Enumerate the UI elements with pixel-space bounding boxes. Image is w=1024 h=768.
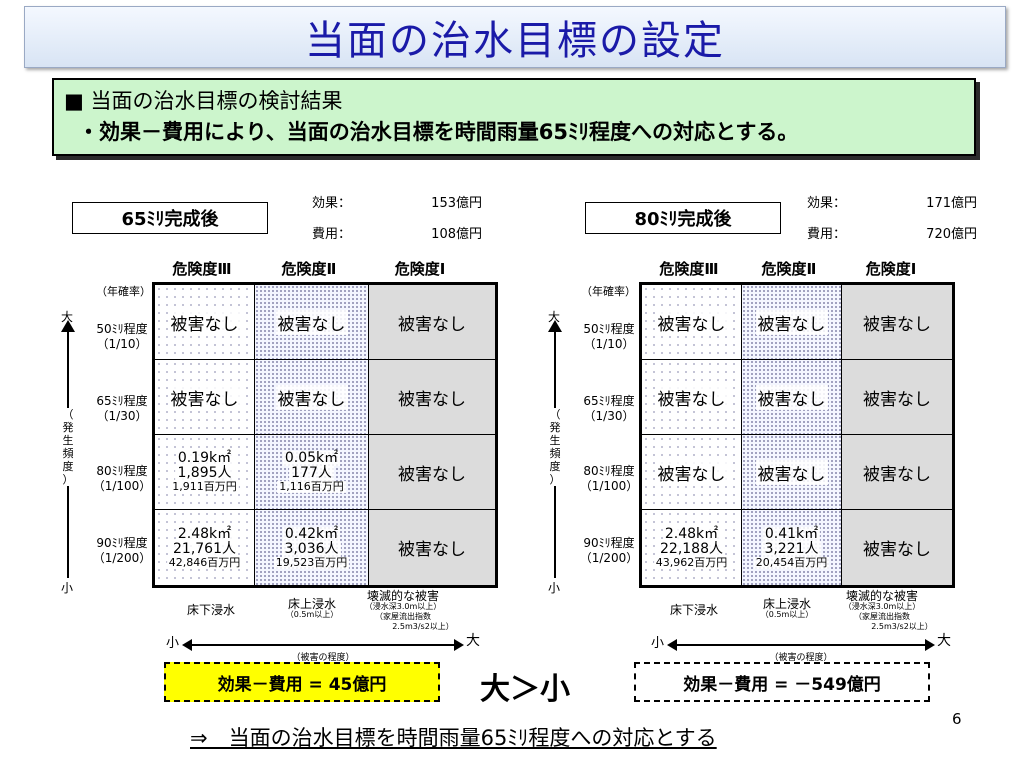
row-label-50: 50ﾐﾘ程度（1/10）: [583, 322, 635, 351]
grid-cell: 被害なし: [742, 435, 842, 510]
grid-cell: 0.19k㎡ 1,895人 1,911百万円: [155, 435, 255, 510]
damage-label-c2: 床上浸水（0.5m以上）: [285, 597, 339, 619]
severity-line: [188, 644, 458, 646]
summary-box: ■ 当面の治水目標の検討結果 ・効果－費用により、当面の治水目標を時間雨量65ﾐ…: [52, 78, 976, 156]
severity-large-label: 大: [937, 633, 951, 649]
grid-cell: 被害なし: [369, 285, 495, 360]
conclusion-text: ⇒ 当面の治水目標を時間雨量65ﾐﾘ程度への対応とする: [190, 726, 717, 750]
severity-caption: （被害の程度）: [767, 650, 835, 663]
grid-cell: 被害なし: [642, 360, 742, 435]
grid-cell: 0.41k㎡ 3,221人 20,454百万円: [742, 510, 842, 585]
axis-vertical-label: （発生頻度）: [60, 408, 76, 486]
row-label-90: 90ﾐﾘ程度（1/200）: [579, 536, 639, 565]
scenario-label: 65ﾐﾘ完成後: [72, 202, 268, 234]
frequency-axis: 大 （発生頻度） 小: [545, 308, 565, 595]
result-box-65mm: 効果－費用 = 45億円: [164, 662, 440, 702]
panel-65mm: 65ﾐﾘ完成後 効果： 153億円 費用： 108億円 危険度Ⅲ 危険度Ⅱ 危険…: [40, 186, 520, 666]
row-label-65: 65ﾐﾘ程度（1/30）: [583, 394, 635, 423]
frequency-axis: 大 （発生頻度） 小: [58, 308, 78, 595]
damage-label-c1: 床下浸水: [669, 603, 718, 617]
grid-cell: 被害なし: [642, 285, 742, 360]
grid-cell: 2.48k㎡ 21,761人 42,846百万円: [155, 510, 255, 585]
benefit-label: 効果：: [312, 196, 352, 211]
grid-cell: 被害なし: [842, 360, 952, 435]
cost-value: 720億円: [926, 227, 977, 242]
benefit-value: 153億円: [431, 196, 482, 211]
cost-label: 費用：: [312, 227, 352, 242]
grid-cell: 被害なし: [255, 360, 369, 435]
summary-line: ・効果－費用により、当面の治水目標を時間雨量65ﾐﾘ程度への対応とする。: [78, 120, 799, 144]
scenario-label: 80ﾐﾘ完成後: [585, 202, 781, 234]
severity-axis: 小 大 （被害の程度）: [166, 633, 480, 663]
benefit-value: 171億円: [926, 196, 977, 211]
grid-cell: 被害なし: [742, 285, 842, 360]
benefit-row: 効果： 153億円: [312, 192, 482, 211]
severity-small-label: 小: [166, 636, 180, 651]
damage-grid: 被害なし 被害なし 被害なし 被害なし 被害なし 被害なし 被害なし 被害なし …: [639, 282, 955, 588]
grid-cell: 2.48k㎡ 22,188人 43,962百万円: [642, 510, 742, 585]
header-risk-2: 危険度Ⅱ: [761, 260, 817, 278]
grid-cell: 0.05k㎡ 177人 1,116百万円: [255, 435, 369, 510]
header-risk-1: 危険度Ⅰ: [865, 260, 917, 278]
severity-large-label: 大: [466, 633, 480, 649]
arrow-left-icon: [182, 639, 192, 651]
title-bar: 当面の治水目標の設定: [24, 6, 1006, 68]
benefit-label: 効果：: [807, 196, 847, 211]
grid-cell: 被害なし: [255, 285, 369, 360]
damage-label-c2: 床上浸水（0.5m以上）: [760, 597, 814, 619]
axis-small-label: 小: [548, 581, 561, 595]
page-number: 6: [952, 710, 962, 728]
header-risk-3: 危険度Ⅲ: [659, 260, 719, 278]
arrow-up-icon: [61, 320, 75, 332]
axis-vertical-label: （発生頻度）: [547, 408, 563, 486]
row-label-50: 50ﾐﾘ程度（1/10）: [96, 322, 148, 351]
severity-small-label: 小: [651, 636, 665, 651]
axis-small-label: 小: [61, 581, 74, 595]
arrow-right-icon: [454, 639, 464, 651]
arrow-left-icon: [667, 639, 677, 651]
grid-cell: 被害なし: [369, 510, 495, 585]
row-label-80: 80ﾐﾘ程度（1/100）: [579, 464, 639, 493]
arrow-right-icon: [925, 639, 935, 651]
grid-cell: 被害なし: [155, 285, 255, 360]
severity-line: [673, 644, 929, 646]
grid-cell: 被害なし: [842, 285, 952, 360]
damage-label-c1: 床下浸水: [186, 603, 235, 617]
cost-row: 費用： 720億円: [807, 223, 977, 242]
rate-label: （年確率）: [96, 285, 151, 298]
cost-value: 108億円: [431, 227, 482, 242]
panel-80mm: 80ﾐﾘ完成後 効果： 171億円 費用： 720億円 危険度Ⅲ 危険度Ⅱ 危険…: [527, 186, 1007, 666]
severity-caption: （被害の程度）: [289, 650, 357, 663]
grid-cell: 被害なし: [155, 360, 255, 435]
row-label-90: 90ﾐﾘ程度（1/200）: [92, 536, 152, 565]
comparison-label: 大＞小: [480, 672, 570, 707]
cost-row: 費用： 108億円: [312, 223, 482, 242]
benefit-row: 効果： 171億円: [807, 192, 977, 211]
result-box-80mm: 効果－費用 = －549億円: [634, 662, 930, 702]
header-risk-1: 危険度Ⅰ: [394, 260, 446, 278]
row-label-80: 80ﾐﾘ程度（1/100）: [92, 464, 152, 493]
grid-cell: 被害なし: [642, 435, 742, 510]
grid-cell: 0.42k㎡ 3,036人 19,523百万円: [255, 510, 369, 585]
grid-cell: 被害なし: [842, 435, 952, 510]
grid-cell: 被害なし: [742, 360, 842, 435]
cost-label: 費用：: [807, 227, 847, 242]
rate-label: （年確率）: [581, 285, 636, 298]
severity-axis: 小 大 （被害の程度）: [651, 633, 951, 663]
arrow-up-icon: [548, 320, 562, 332]
grid-cell: 被害なし: [842, 510, 952, 585]
header-risk-2: 危険度Ⅱ: [281, 260, 337, 278]
page-title: 当面の治水目標の設定: [305, 18, 725, 64]
damage-grid: 被害なし 被害なし 被害なし 被害なし 被害なし 被害なし 0.19k㎡ 1,8…: [152, 282, 498, 588]
row-label-65: 65ﾐﾘ程度（1/30）: [96, 394, 148, 423]
summary-heading: ■ 当面の治水目標の検討結果: [64, 89, 343, 113]
grid-cell: 被害なし: [369, 360, 495, 435]
grid-cell: 被害なし: [369, 435, 495, 510]
header-risk-3: 危険度Ⅲ: [172, 260, 232, 278]
